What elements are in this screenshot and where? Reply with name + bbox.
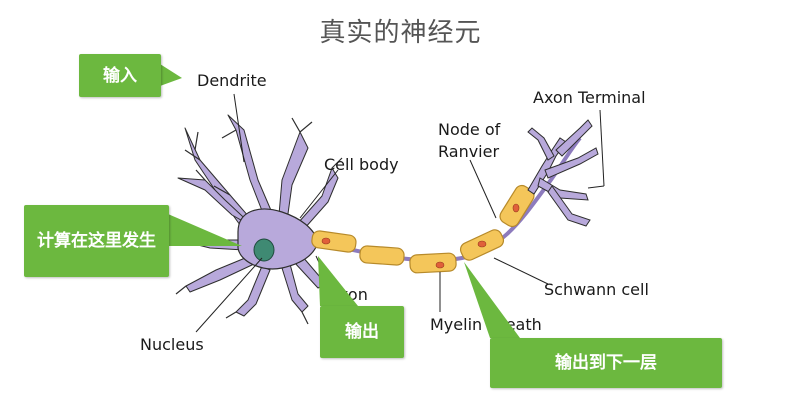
- slide-title: 真实的神经元: [319, 18, 482, 48]
- callout-pointers: [160, 64, 520, 338]
- label-cell-body: Cell body: [324, 155, 399, 174]
- myelin-segments: [311, 184, 535, 274]
- label-node-of-ranvier-1: Node of: [438, 120, 501, 139]
- label-node-of-ranvier-2: Ranvier: [438, 142, 499, 161]
- callout-output: 输出: [320, 306, 404, 358]
- callout-compute: 计算在这里发生: [24, 205, 169, 277]
- nucleus-shape: [253, 238, 275, 262]
- callout-input: 输入: [79, 54, 161, 97]
- schwann-nuclei: [321, 203, 520, 269]
- axon-terminal-branches: [527, 119, 599, 227]
- label-axon-terminal: Axon Terminal: [533, 88, 646, 107]
- label-schwann-cell: Schwann cell: [544, 280, 649, 299]
- label-dendrite: Dendrite: [197, 71, 267, 90]
- callout-compute-text: 计算在这里发生: [37, 231, 156, 251]
- callout-output-next-layer: 输出到下一层: [490, 338, 722, 388]
- label-nucleus: Nucleus: [140, 335, 204, 354]
- dendrite-twigs: [169, 117, 343, 325]
